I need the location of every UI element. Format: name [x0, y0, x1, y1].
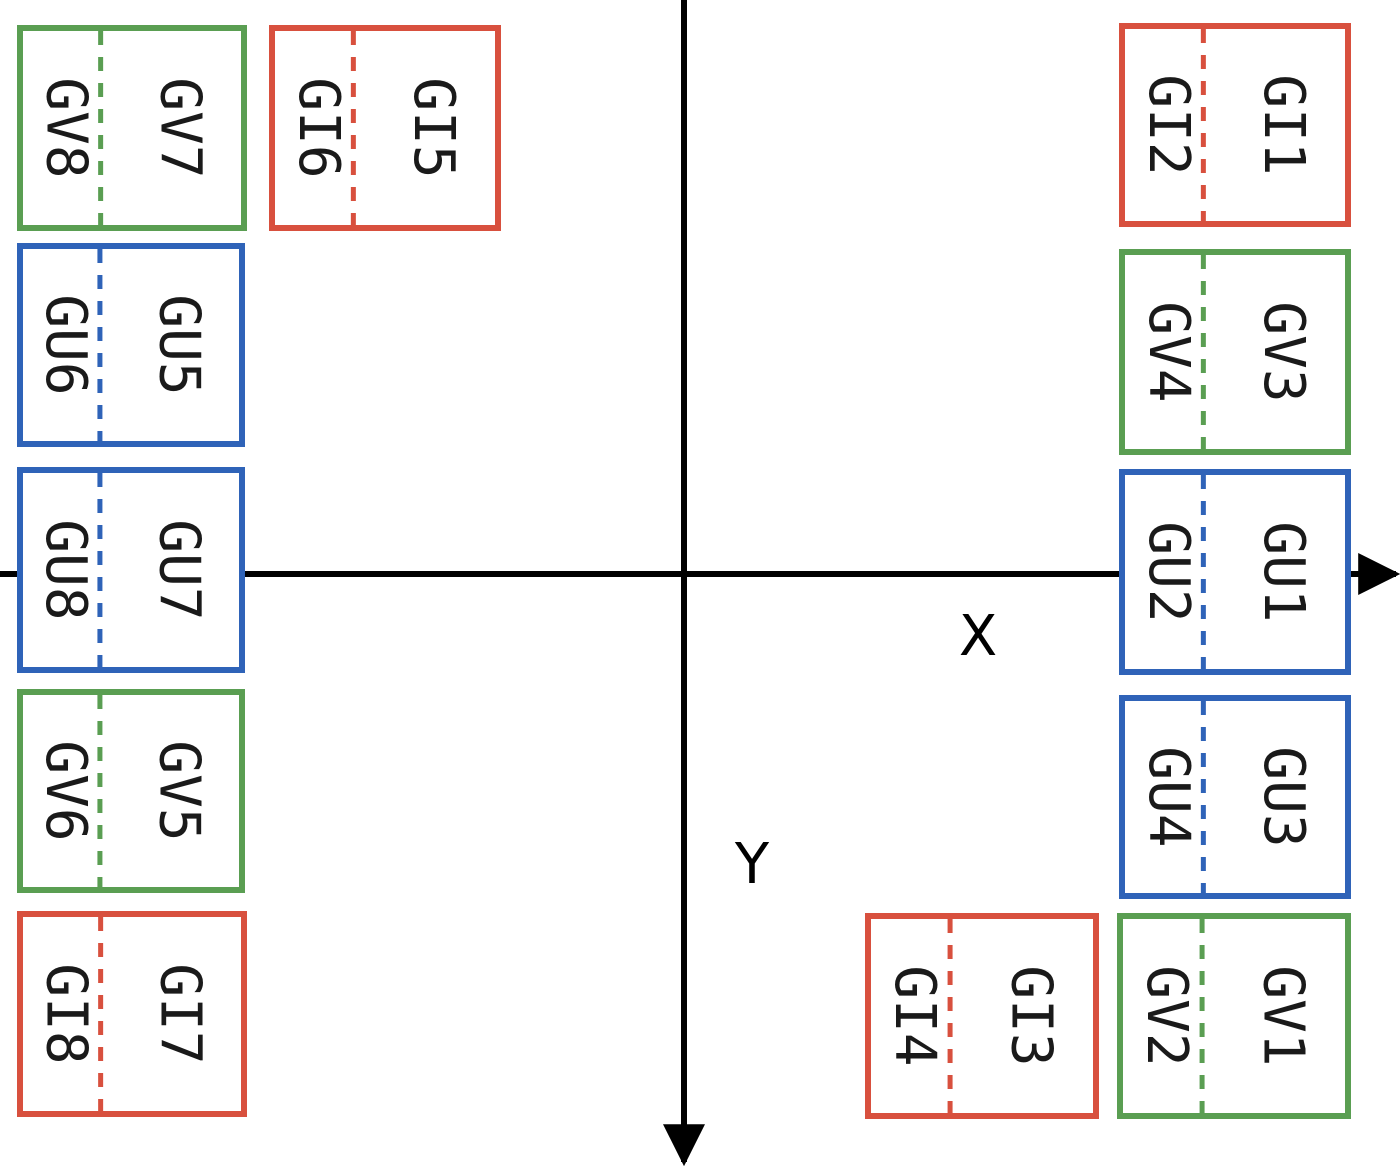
box-gi1-gi2: GI1 GI2: [1119, 23, 1351, 227]
box-lower-label: GI4: [882, 965, 947, 1066]
box-upper-label: GU7: [146, 519, 211, 620]
box-upper-label: GU3: [1251, 746, 1316, 847]
box-gu7-gu8: GU7 GU8: [17, 467, 245, 673]
box-border: [17, 467, 245, 673]
box-gu1-gu2: GU1 GU2: [1119, 469, 1351, 675]
x-axis-label: X: [959, 604, 997, 669]
box-upper-label: GU5: [146, 294, 211, 395]
box-border: [17, 911, 247, 1117]
box-lower-label: GI6: [286, 77, 351, 178]
box-lower-label: GI2: [1136, 74, 1201, 175]
box-lower-label: GV2: [1134, 965, 1199, 1066]
box-border: [17, 243, 245, 447]
box-gi3-gi4: GI3 GI4: [865, 913, 1099, 1119]
box-border: [1119, 469, 1351, 675]
box-lower-label: GU6: [33, 294, 98, 395]
box-border: [17, 25, 247, 231]
box-lower-label: GU8: [33, 519, 98, 620]
box-border: [269, 25, 501, 231]
box-gu3-gu4: GU3 GU4: [1119, 695, 1351, 899]
box-gv3-gv4: GV3 GV4: [1119, 249, 1351, 455]
box-gi7-gi8: GI7 GI8: [17, 911, 247, 1117]
box-upper-label: GV1: [1250, 965, 1315, 1066]
box-upper-label: GV7: [148, 77, 213, 178]
box-lower-label: GU4: [1136, 746, 1201, 847]
box-lower-label: GV4: [1136, 301, 1201, 402]
box-lower-label: GI8: [33, 963, 98, 1064]
box-upper-label: GI7: [148, 963, 213, 1064]
box-border: [865, 913, 1099, 1119]
box-border: [1119, 249, 1351, 455]
box-upper-label: GI3: [998, 965, 1063, 1066]
y-axis-label: Y: [734, 832, 770, 897]
box-lower-label: GU2: [1136, 521, 1201, 622]
box-upper-label: GI1: [1251, 74, 1316, 175]
box-gu5-gu6: GU5 GU6: [17, 243, 245, 447]
box-upper-label: GI5: [401, 77, 466, 178]
box-lower-label: GV6: [33, 740, 98, 841]
box-upper-label: GU1: [1251, 521, 1316, 622]
box-border: [1117, 913, 1351, 1119]
box-upper-label: GV3: [1251, 301, 1316, 402]
box-lower-label: GV8: [33, 77, 98, 178]
box-gv5-gv6: GV5 GV6: [17, 689, 245, 893]
box-gi5-gi6: GI5 GI6: [269, 25, 501, 231]
box-gv7-gv8: GV7 GV8: [17, 25, 247, 231]
box-gv1-gv2: GV1 GV2: [1117, 913, 1351, 1119]
box-border: [1119, 23, 1351, 227]
box-border: [1119, 695, 1351, 899]
box-border: [17, 689, 245, 893]
box-upper-label: GV5: [146, 740, 211, 841]
